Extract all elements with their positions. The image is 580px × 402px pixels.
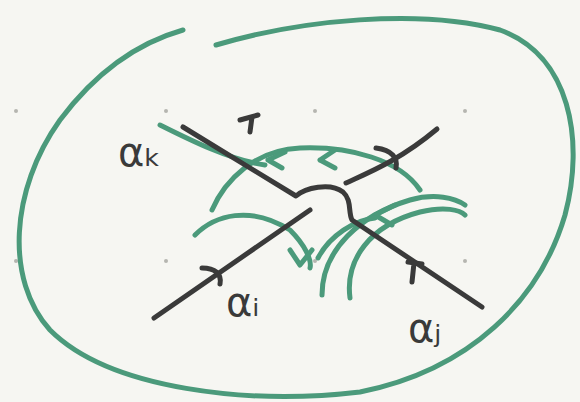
arrowhead <box>290 250 312 265</box>
arrowhead <box>320 150 335 168</box>
green-arc <box>318 218 375 258</box>
arrowhead <box>268 152 285 168</box>
orientation-tick <box>240 115 258 132</box>
green-annotation <box>19 18 573 396</box>
orientation-tick <box>408 262 422 282</box>
strand-label: αₖ <box>118 132 161 172</box>
strand-label: αᵢ <box>226 282 260 322</box>
under-strand <box>346 129 437 183</box>
strand-label: αⱼ <box>408 308 441 348</box>
green-arc <box>212 148 420 210</box>
orientation-arrow <box>376 148 396 168</box>
arrowhead <box>375 205 395 225</box>
grid-dots <box>14 109 467 263</box>
orientation-arrow <box>202 268 220 284</box>
strands <box>154 115 482 318</box>
over-strand <box>183 127 482 307</box>
enclosing-loop <box>19 18 573 396</box>
